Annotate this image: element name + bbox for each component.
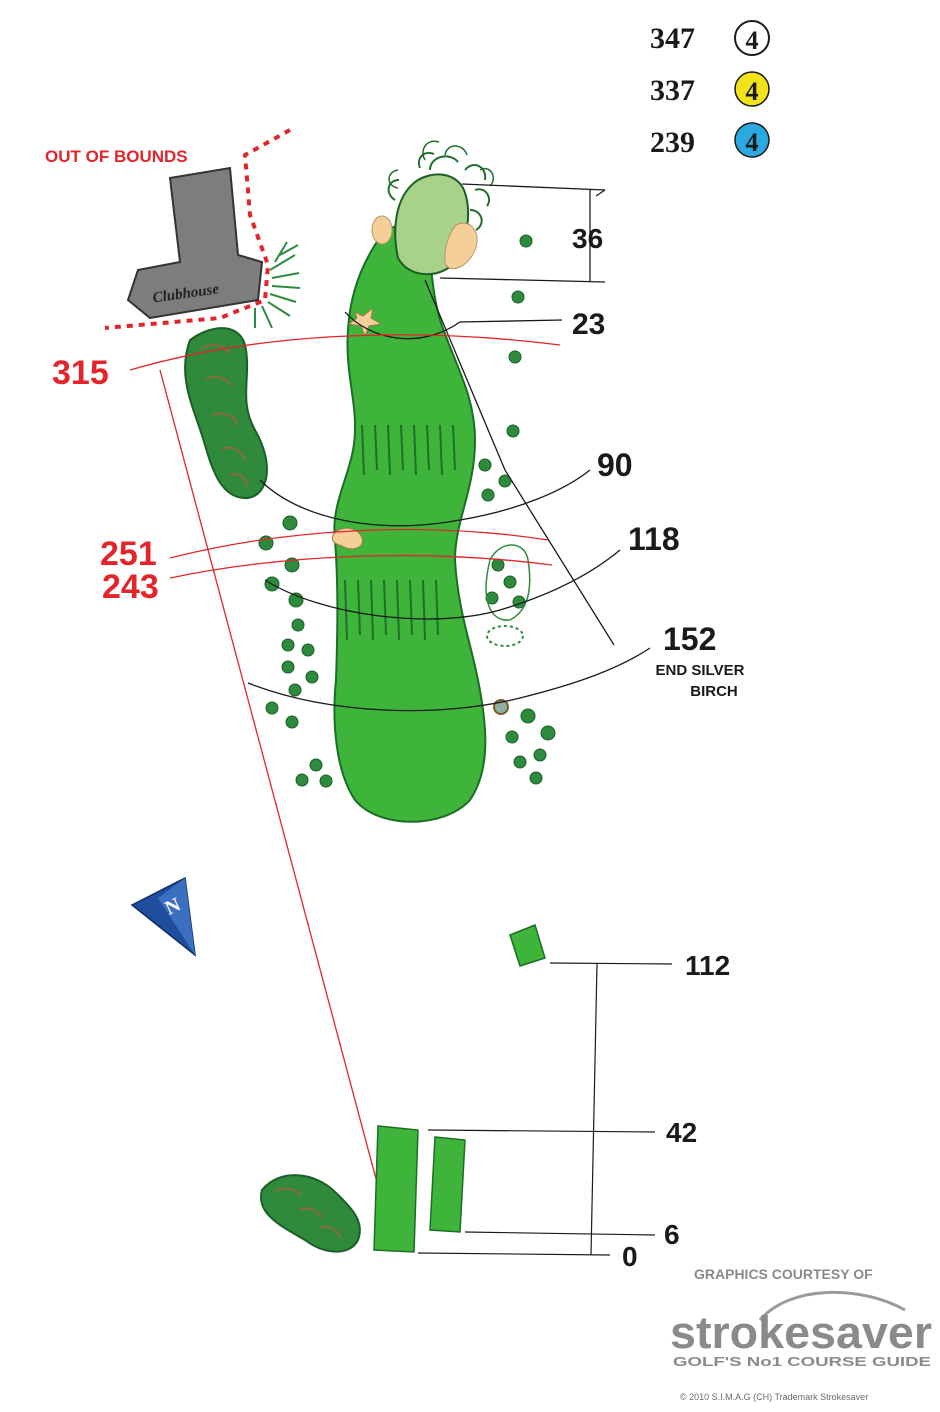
fairway-bunker-top (347, 306, 383, 338)
fairway-bunker-mid (331, 527, 363, 550)
distance-118: 118 (628, 521, 680, 557)
bush-ring (486, 625, 524, 647)
brand-logo: strokesaver (670, 1307, 932, 1358)
par-marker-white (734, 20, 770, 56)
tee-yards-blue: 239 (650, 126, 695, 159)
distance-arcs (247, 279, 651, 712)
fairway (333, 221, 487, 823)
copyright: © 2010 S.I.M.A.G (CH) Trademark Strokesa… (680, 1392, 868, 1402)
north-arrow: N (130, 876, 196, 957)
tee-box-back (373, 1125, 419, 1253)
tee-box-middle (429, 1136, 466, 1233)
grass-tufts (254, 241, 301, 329)
clubhouse: Clubhouse (126, 166, 264, 320)
tee-boxes (373, 923, 546, 1253)
tee-par-white: 4 (746, 26, 759, 55)
distance-42: 42 (666, 1117, 697, 1148)
tee-box-forward (509, 923, 546, 967)
distance-152: 152 (663, 621, 716, 657)
tee-yards-yellow: 337 (650, 74, 695, 107)
par-marker-yellow (734, 71, 770, 107)
tee-yards-white: 347 (650, 22, 695, 55)
mound-contour (485, 544, 531, 621)
distance-0: 0 (622, 1241, 638, 1272)
end-silver-birch-line2: BIRCH (690, 683, 738, 700)
distance-315: 315 (52, 354, 109, 392)
red-arcs (129, 334, 561, 1251)
distance-6: 6 (664, 1219, 680, 1250)
distance-112: 112 (685, 950, 730, 981)
tee-distance-lines (417, 962, 673, 1256)
tee-par-yellow: 4 (746, 77, 759, 106)
credits-courtesy: GRAPHICS COURTESY OF (694, 1266, 873, 1282)
end-silver-birch-line1: END SILVER (656, 662, 745, 679)
green-depth-bracket (439, 183, 606, 283)
green-complex (371, 140, 494, 276)
brand-swoosh (758, 1290, 906, 1321)
par-marker-blue (734, 122, 770, 158)
distance-90: 90 (597, 447, 633, 483)
distance-243: 243 (102, 568, 159, 606)
out-of-bounds-line (104, 128, 291, 330)
green-depth-label: 36 (572, 223, 603, 254)
tree-dots (258, 234, 556, 788)
tee-info: 347 4 337 4 239 4 (650, 20, 770, 159)
tee-par-blue: 4 (746, 128, 759, 157)
tree-cluster-tee (259, 1174, 361, 1253)
credits: GRAPHICS COURTESY OF strokesaver GOLF'S … (670, 1266, 932, 1402)
distance-251: 251 (100, 535, 157, 573)
greenside-bunker-left (371, 215, 393, 245)
distance-23: 23 (572, 308, 605, 341)
greenside-bunker-right (444, 222, 478, 270)
out-of-bounds-label: OUT OF BOUNDS (45, 147, 188, 166)
brand-tagline: GOLF'S No1 COURSE GUIDE (673, 1354, 931, 1369)
